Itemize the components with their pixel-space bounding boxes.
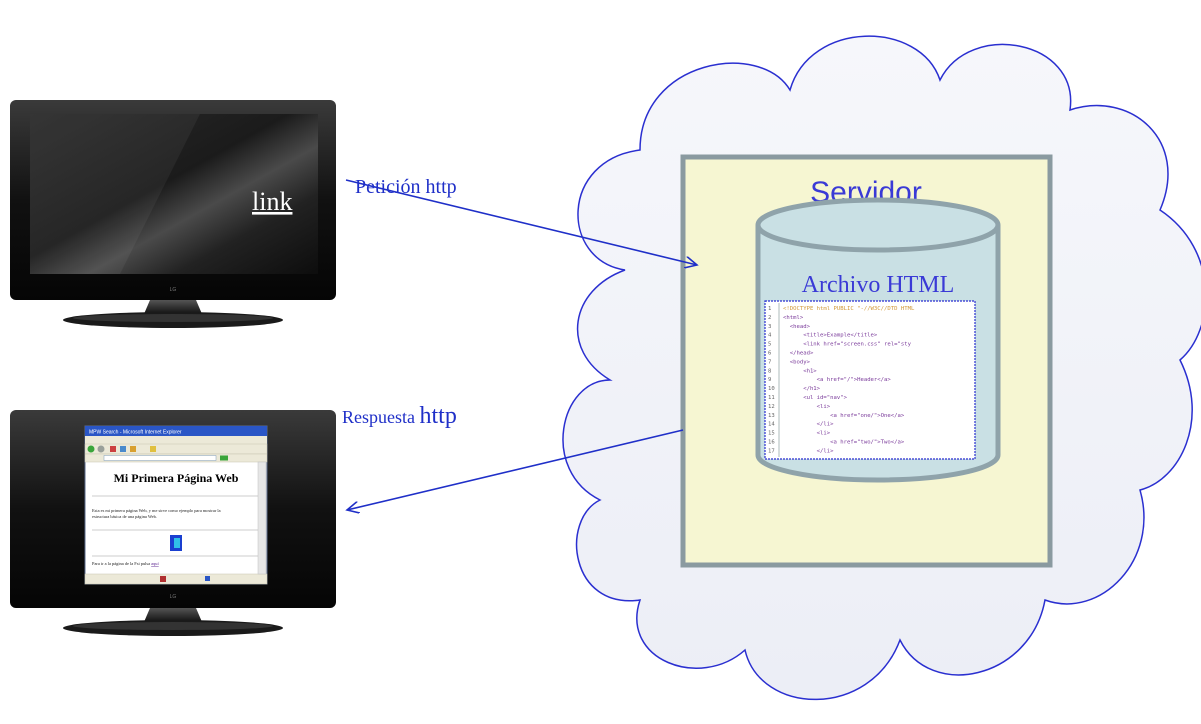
code-line-number: 17 (768, 448, 775, 454)
page-link-line[interactable]: Para ir a la página de la Fsi pulsa aquí (92, 561, 159, 566)
code-line: </li> (783, 422, 834, 428)
html-file-label: Archivo HTML (802, 272, 955, 298)
response-arrow (347, 429, 684, 510)
response-label: Respuesta http (342, 403, 457, 429)
code-line: <!DOCTYPE html PUBLIC "-//W3C//DTD HTML (783, 306, 915, 312)
code-line-number: 8 (768, 368, 772, 374)
code-line: <a href="one/">One</a> (783, 413, 905, 419)
go-button[interactable] (220, 455, 228, 461)
code-line: </head> (783, 351, 814, 357)
code-line: <li> (783, 431, 831, 437)
tv-top-stand (144, 300, 202, 314)
page-paragraph-2: estructura básica de una página Web. (92, 514, 157, 519)
stop-icon[interactable] (110, 446, 116, 452)
code-line: <body> (783, 359, 811, 365)
code-line: <li> (783, 404, 831, 410)
tv-link-text[interactable]: link (252, 187, 292, 216)
back-icon[interactable] (87, 445, 95, 453)
page-paragraph-1: Esta es mi primera página Web, y me sirv… (92, 508, 221, 514)
code-line-number: 11 (768, 395, 775, 401)
browser-title: MPW Search - Microsoft Internet Explorer (89, 430, 182, 436)
code-line-number: 10 (768, 386, 775, 392)
code-line-number: 5 (768, 342, 771, 348)
forward-icon[interactable] (97, 445, 105, 453)
code-snippet: 1 <!DOCTYPE html PUBLIC "-//W3C//DTD HTML… (764, 300, 976, 460)
code-line-number: 15 (768, 431, 775, 437)
code-line-number: 12 (768, 404, 775, 410)
status-icon (160, 576, 166, 582)
code-line-number: 16 (768, 440, 775, 446)
code-line-number: 7 (768, 359, 771, 365)
refresh-icon[interactable] (120, 446, 126, 452)
code-line-number: 3 (768, 324, 771, 330)
code-line-number: 14 (768, 422, 775, 428)
address-input[interactable] (103, 455, 217, 461)
tv-top: LG link (10, 100, 336, 328)
code-line: <a href="two/">Two</a> (783, 440, 905, 446)
code-line: <a href="/">Header</a> (783, 377, 891, 383)
page-image (170, 535, 182, 551)
code-line: <h1> (783, 368, 817, 374)
code-line-number: 9 (768, 377, 771, 383)
code-line-number: 4 (768, 333, 772, 339)
code-line-number: 1 (768, 306, 771, 312)
request-label: Petición http (355, 176, 457, 198)
svg-text:LG: LG (170, 287, 177, 293)
page-heading: Mi Primera Página Web (114, 471, 239, 485)
home-icon[interactable] (130, 446, 136, 452)
code-line: <head> (783, 324, 811, 330)
browser-scrollbar[interactable] (257, 461, 267, 575)
browser-statusbar (84, 573, 268, 585)
code-line: <html> (783, 315, 804, 321)
svg-text:LG: LG (170, 594, 177, 600)
browser-titlebar (85, 426, 267, 436)
code-line: </h1> (783, 386, 821, 392)
request-arrow (345, 179, 697, 265)
code-line: <title>Example</title> (783, 333, 878, 339)
tv-bottom-stand (144, 608, 202, 622)
code-line-number: 2 (768, 315, 771, 321)
zone-icon (205, 576, 210, 581)
browser-menubar (85, 436, 267, 444)
code-line: </li> (783, 448, 834, 454)
code-line-number: 13 (768, 413, 775, 419)
code-line-number: 6 (768, 351, 771, 357)
browser-window: MPW Search - Microsoft Internet Explorer… (84, 425, 268, 585)
tv-bottom: MPW Search - Microsoft Internet Explorer… (10, 410, 336, 636)
favorites-icon[interactable] (150, 446, 156, 452)
code-line: <link href="screen.css" rel="sty (783, 342, 912, 348)
code-line: <ul id="nav"> (783, 395, 848, 401)
